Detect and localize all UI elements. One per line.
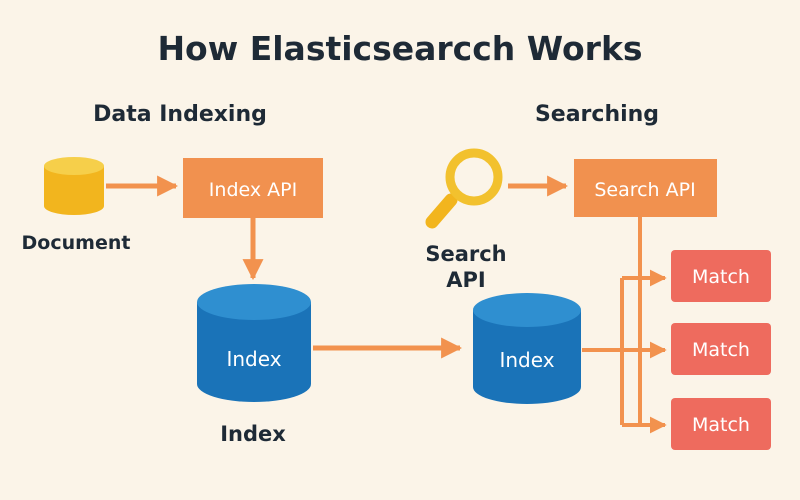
match-label-3: Match xyxy=(692,414,750,436)
search-icon xyxy=(425,148,503,229)
document-icon xyxy=(44,157,104,215)
index-api-label: Index API xyxy=(209,179,297,201)
search-icon-label-line1: Search xyxy=(425,242,506,266)
match-label-2: Match xyxy=(692,339,750,361)
index-caption: Index xyxy=(220,422,286,446)
search-api-box: Search API xyxy=(574,159,717,217)
index-cylinder-right: Index xyxy=(473,293,581,404)
section-title-searching: Searching xyxy=(535,102,659,127)
match-box-2: Match xyxy=(671,323,771,375)
document-label: Document xyxy=(22,232,131,254)
match-box-1: Match xyxy=(671,250,771,302)
match-label-1: Match xyxy=(692,266,750,288)
index-cylinder-left: Index xyxy=(197,284,311,402)
match-box-3: Match xyxy=(671,398,771,450)
index-cylinder-right-label: Index xyxy=(499,348,554,372)
index-cylinder-left-label: Index xyxy=(226,347,281,371)
page-title: How Elasticsearcch Works xyxy=(157,29,642,68)
index-api-box: Index API xyxy=(183,158,323,218)
search-icon-label-line2: API xyxy=(446,268,485,292)
search-api-label: Search API xyxy=(594,179,695,201)
section-title-indexing: Data Indexing xyxy=(93,102,267,127)
match-connectors xyxy=(582,217,667,434)
